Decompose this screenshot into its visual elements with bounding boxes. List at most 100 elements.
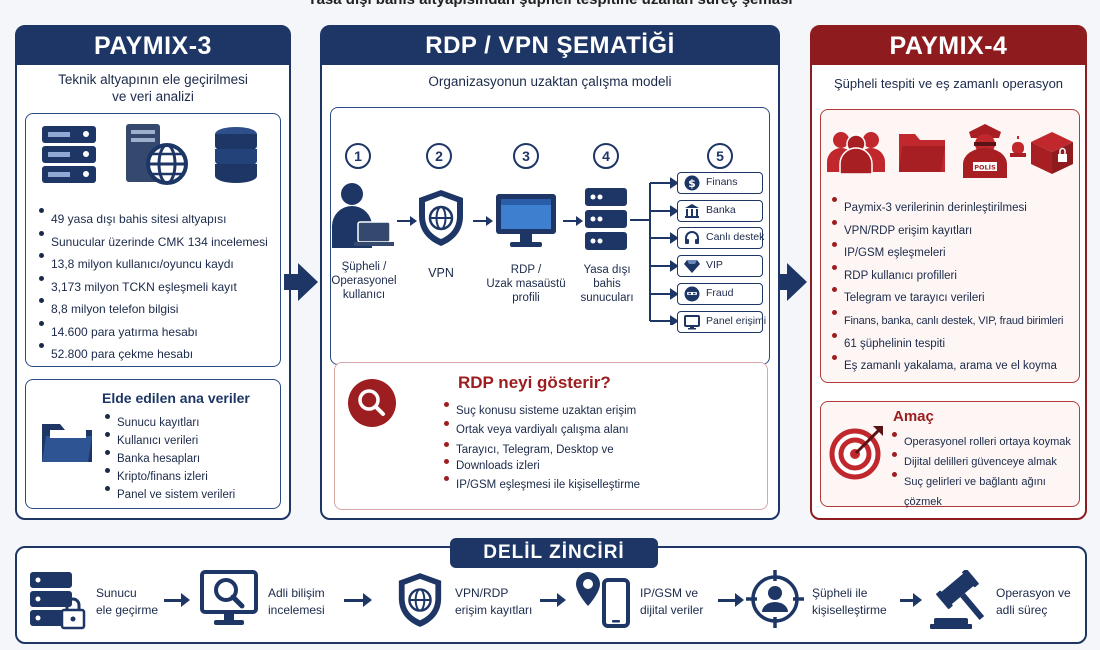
crosshair-user-icon: [746, 570, 804, 628]
paymix3-stats-box: 49 yasa dışı bahis sitesi altyapısı Sunu…: [25, 113, 281, 367]
police-officer-icon: POLİS: [963, 124, 1007, 178]
paymix3-heading: PAYMIX-3: [17, 27, 289, 65]
evidence-chain-title: DELİL ZİNCİRİ: [450, 538, 658, 568]
branch-connector: [630, 177, 679, 325]
step-label-3: RDP / Uzak masaüstü profili: [486, 264, 566, 304]
unit-finans: $ Finans: [677, 172, 763, 194]
diamond-icon: [684, 260, 700, 273]
siren-icon: [1010, 136, 1026, 157]
step-arrow-2: [473, 216, 493, 226]
list-item: Kullanıcı verileri: [104, 432, 235, 450]
chain-arrow-5: [900, 593, 922, 607]
server-rack-icon: [42, 126, 96, 183]
list-item: 52.800 para çekme hesabı: [38, 343, 268, 366]
unit-vip: VIP: [677, 255, 763, 277]
step-label-1: Şüpheli / Operasyonel kullanıcı: [331, 261, 397, 301]
goal-box: Amaç Operasyonel rolleri ortaya koymak D…: [820, 401, 1080, 508]
target-icon: [829, 426, 883, 480]
page-title: Yasa dışı bahis altyapısından şüpheli te…: [0, 0, 1100, 8]
paymix4-items-list: Paymix-3 verilerinin derinleştirilmesi V…: [831, 197, 1063, 378]
list-item: Operasyonel rolleri ortaya koymak: [891, 432, 1079, 452]
step-label-4: Yasa dışı bahis sunucuları: [580, 264, 634, 304]
vpn-shield-icon: [398, 573, 442, 627]
list-item: 8,8 milyon telefon bilgisi: [38, 298, 268, 321]
list-item: Finans, banka, canlı destek, VIP, fraud …: [831, 309, 1063, 333]
list-item: 14.600 para yatırma hesabı: [38, 320, 268, 344]
unit-fraud: Fraud: [677, 283, 763, 305]
main-data-list: Sunucu kayıtları Kullanıcı verileri Bank…: [104, 414, 235, 504]
gavel-icon: [930, 570, 985, 629]
list-item: Sunucu kayıtları: [104, 414, 235, 432]
list-item: Dijital delilleri güvenceye almak: [891, 452, 1079, 472]
step-arrow-1: [397, 216, 417, 226]
list-item: 3,173 milyon TCKN eşleşmeli kayıt: [38, 275, 268, 299]
list-item: RDP kullanıcı profilleri: [831, 264, 1063, 288]
headset-icon: [685, 231, 699, 244]
list-item: Telegram ve tarayıcı verileri: [831, 287, 1063, 310]
list-item: Suç gelirleri ve bağlantı ağını çözmek: [891, 472, 1079, 512]
group-icon: [827, 132, 885, 174]
chain-label-3: VPN/RDP erişim kayıtları: [455, 586, 533, 617]
step-number-5: 5: [707, 143, 733, 169]
chain-arrow-4: [718, 593, 744, 607]
paymix4-panel: PAYMIX-4 Şüpheli tespiti ve eş zamanlı o…: [810, 25, 1087, 520]
list-item: IP/GSM eşleşmeleri: [831, 242, 1063, 265]
user-laptop-icon: [332, 183, 394, 248]
list-item: Eş zamanlı yakalama, arama ve el koyma: [831, 355, 1063, 378]
chain-arrow-3: [540, 593, 566, 607]
list-item: Panel ve sistem verileri: [104, 486, 235, 504]
folder-icon: [899, 134, 945, 172]
paymix4-heading: PAYMIX-4: [812, 27, 1085, 65]
paymix3-panel: PAYMIX-3 Teknik altyapının ele geçirilme…: [15, 25, 291, 520]
flow-arrow-right: [773, 263, 807, 301]
bank-icon: [685, 204, 699, 218]
chain-label-6: Operasyon ve adli süreç: [996, 586, 1071, 617]
evidence-box-icon: [1031, 132, 1073, 174]
goal-title: Amaç: [893, 408, 934, 425]
svg-text:$: $: [688, 177, 696, 190]
rdp-info-list: Suç konusu sisteme uzaktan erişim Ortak …: [443, 402, 640, 495]
police-badge-text: POLİS: [974, 163, 996, 172]
list-item: Banka hesapları: [104, 450, 235, 468]
step-number-2: 2: [426, 143, 452, 169]
list-item: VPN/RDP erişim kayıtları: [831, 219, 1063, 243]
list-item: 49 yasa dışı bahis sitesi altyapısı: [38, 208, 268, 231]
forensic-monitor-icon: [200, 570, 258, 625]
vpn-shield-icon: [419, 190, 463, 246]
goal-list: Operasyonel rolleri ortaya koymak Dijita…: [891, 432, 1079, 512]
globe-server-icon: [126, 124, 188, 185]
paymix4-subtitle: Şüpheli tespiti ve eş zamanlı operasyon: [833, 76, 1064, 91]
step-number-1: 1: [345, 143, 371, 169]
list-item-continued: Downloads izleri: [443, 459, 640, 474]
folder-icon: [42, 424, 92, 462]
server-icon: [585, 188, 627, 250]
list-item: 61 şüphelinin tespiti: [831, 332, 1063, 356]
main-data-title: Elde edilen ana veriler: [102, 390, 250, 406]
chain-label-2: Adli bilişim incelemesi: [268, 586, 325, 617]
locked-server-icon: [30, 572, 86, 630]
chain-label-4: IP/GSM ve dijital veriler: [640, 586, 704, 617]
monitor-icon: [496, 194, 556, 247]
masked-user-icon: [684, 286, 700, 302]
rdp-info-box: [334, 362, 768, 510]
paymix3-stats-list: 49 yasa dışı bahis sitesi altyapısı Sunu…: [38, 208, 268, 366]
chain-label-1: Sunucu ele geçirme: [96, 586, 159, 617]
list-item: Paymix-3 verilerinin derinleştirilmesi: [831, 197, 1063, 220]
list-item: Sunucular üzerinde CMK 134 incelemesi: [38, 230, 268, 254]
rdp-info-title: RDP neyi gösterir?: [458, 373, 611, 392]
list-item: Kripto/finans izleri: [104, 468, 235, 486]
unit-canli-destek: Canlı destek: [677, 227, 764, 249]
step-label-2: VPN: [428, 266, 454, 280]
list-item: 13,8 milyon kullanıcı/oyuncu kaydı: [38, 253, 268, 276]
rdp-vpn-heading: RDP / VPN ŞEMATİĞİ: [322, 27, 778, 65]
step-number-3: 3: [513, 143, 539, 169]
unit-panel-erisimi: Panel erişimi: [677, 311, 766, 333]
chain-label-5: Şüpheli ile kişiselleştirme: [812, 586, 887, 617]
location-phone-icon: [576, 572, 630, 628]
chain-arrow-2: [344, 593, 372, 607]
unit-banka: Banka: [677, 200, 763, 222]
paymix4-items-box: POLİS Paymix-3 verilerinin derinleştiril…: [820, 109, 1080, 383]
dollar-icon: $: [684, 175, 700, 191]
main-data-box: Elde edilen ana veriler Sunucu kayıtları…: [25, 379, 281, 509]
step-arrow-3: [563, 216, 583, 226]
